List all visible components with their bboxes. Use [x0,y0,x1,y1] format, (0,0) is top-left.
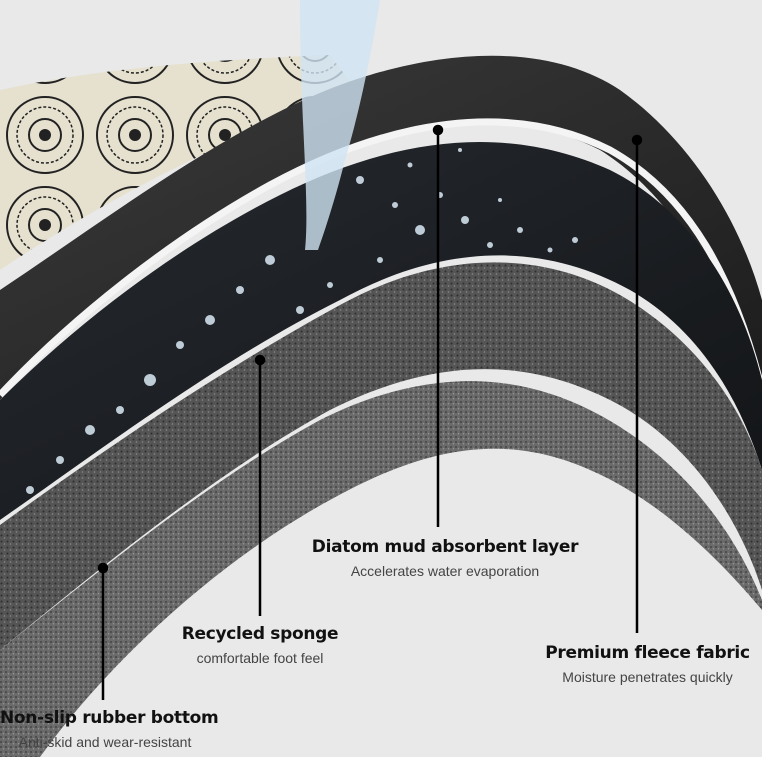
callout-subtitle: comfortable foot feel [196,650,324,666]
diatom-layer [0,142,762,520]
callout-title: Diatom mud absorbent layer [311,537,579,557]
fleece-layer [0,55,762,400]
water-droplets [26,148,578,494]
sponge-layer [0,262,762,650]
callout-subtitle: Anti-skid and wear-resistant [18,734,192,750]
callout-title: Non-slip rubber bottom [0,708,219,728]
callout-rubber-bottom: Non-slip rubber bottom Anti-skid and wea… [0,708,219,750]
leader-lines [97,124,643,700]
callout-subtitle: Moisture penetrates quickly [562,669,733,685]
rubber-layer [0,381,762,757]
callout-subtitle: Accelerates water evaporation [350,563,540,579]
callout-recycled-sponge: Recycled sponge comfortable foot feel [175,624,345,666]
water-stream [300,0,380,250]
patterned-top-fabric [0,55,360,270]
callout-title: Premium fleece fabric [545,643,750,663]
callout-title: Recycled sponge [181,624,339,644]
callout-diatom-layer: Diatom mud absorbent layer Accelerates w… [310,537,580,579]
callout-fleece-fabric: Premium fleece fabric Moisture penetrate… [535,643,760,685]
